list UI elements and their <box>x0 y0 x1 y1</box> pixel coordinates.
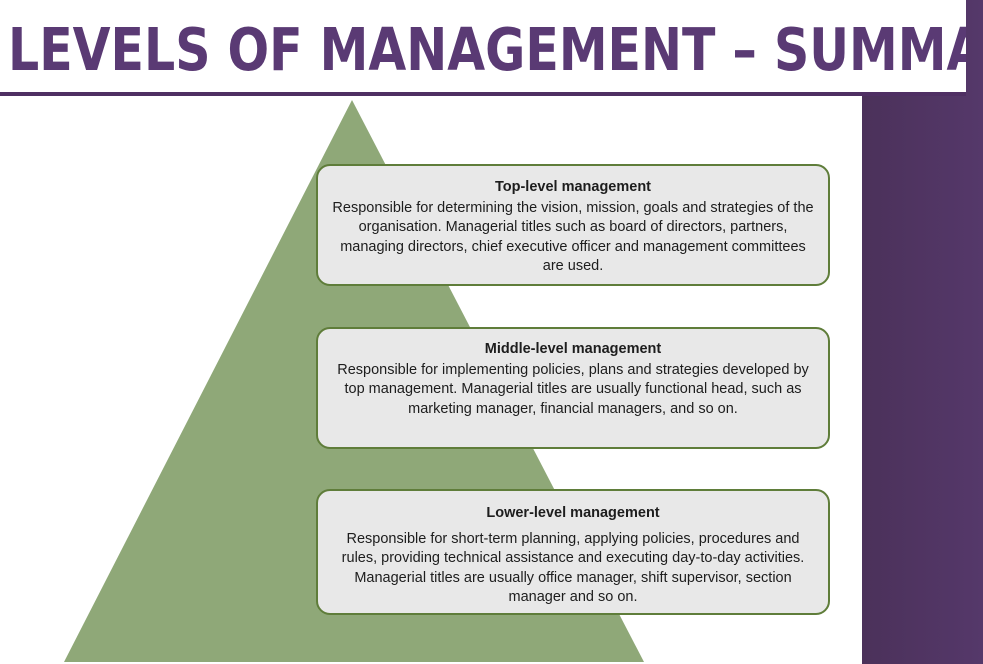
lower-level-description: Responsible for short-term planning, app… <box>341 530 805 606</box>
top-level-title: Top-level management <box>494 179 652 195</box>
top-level-box: Top-level management Responsible for det… <box>316 164 830 286</box>
lower-level-box: Lower-level management Responsible for s… <box>316 489 830 615</box>
slide-title: LEVELS OF MANAGEMENT – SUMMARY <box>8 15 966 84</box>
middle-level-box: Middle-level management Responsible for … <box>316 327 830 449</box>
top-level-description: Responsible for determining the vision, … <box>332 199 814 275</box>
lower-level-title: Lower-level management <box>486 505 660 521</box>
title-bar: LEVELS OF MANAGEMENT – SUMMARY <box>0 0 966 96</box>
decorative-side-band <box>862 0 983 664</box>
middle-level-description: Responsible for implementing policies, p… <box>337 361 809 417</box>
middle-level-title: Middle-level management <box>484 341 662 357</box>
